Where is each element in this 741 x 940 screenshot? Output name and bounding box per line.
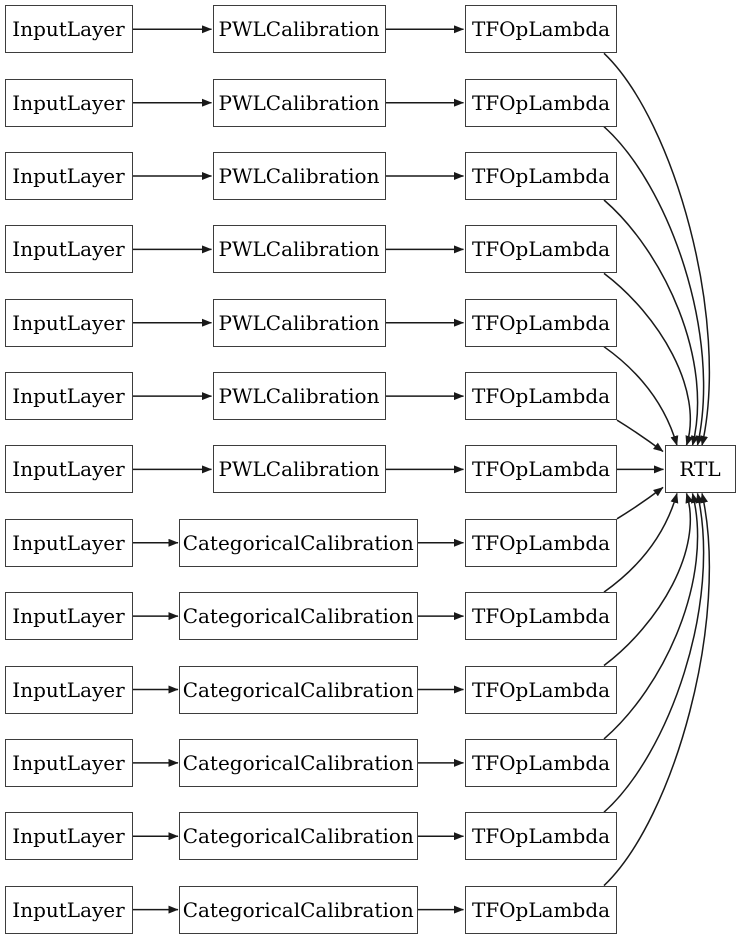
node-inputlayer: InputLayer <box>4 665 133 714</box>
node-tfoplambda: TFOpLambda <box>465 78 617 127</box>
node-categoricalcalibration: CategoricalCalibration <box>179 592 418 641</box>
node-tfoplambda: TFOpLambda <box>465 738 617 787</box>
node-inputlayer: InputLayer <box>4 152 133 200</box>
edge-lambda-rtl-5 <box>616 419 664 453</box>
node-inputlayer: InputLayer <box>4 592 133 641</box>
node-tfoplambda: TFOpLambda <box>465 445 617 494</box>
edge-lambda-rtl-7 <box>616 486 664 520</box>
node-inputlayer: InputLayer <box>4 518 133 567</box>
node-tfoplambda: TFOpLambda <box>465 518 617 567</box>
node-inputlayer: InputLayer <box>4 738 133 787</box>
node-pwlcalibration: PWLCalibration <box>212 225 386 274</box>
node-inputlayer: InputLayer <box>4 5 133 54</box>
node-inputlayer: InputLayer <box>4 885 133 934</box>
edge-lambda-rtl-11 <box>603 492 705 813</box>
node-rtl: RTL <box>664 445 736 494</box>
edge-lambda-rtl-1 <box>603 126 705 446</box>
edge-lambda-rtl-12 <box>603 492 711 887</box>
node-categoricalcalibration: CategoricalCalibration <box>179 812 418 861</box>
edge-lambda-rtl-8 <box>603 492 679 593</box>
node-pwlcalibration: PWLCalibration <box>212 5 386 54</box>
edge-lambda-rtl-2 <box>603 199 699 446</box>
node-pwlcalibration: PWLCalibration <box>212 298 386 347</box>
node-categoricalcalibration: CategoricalCalibration <box>179 665 418 714</box>
node-tfoplambda: TFOpLambda <box>465 592 617 641</box>
node-pwlcalibration: PWLCalibration <box>212 372 386 421</box>
edge-lambda-rtl-3 <box>603 272 694 446</box>
node-pwlcalibration: PWLCalibration <box>212 78 386 127</box>
node-inputlayer: InputLayer <box>4 225 133 274</box>
node-tfoplambda: TFOpLambda <box>465 665 617 714</box>
node-tfoplambda: TFOpLambda <box>465 298 617 347</box>
node-categoricalcalibration: CategoricalCalibration <box>179 518 418 567</box>
node-tfoplambda: TFOpLambda <box>465 885 617 934</box>
edge-lambda-rtl-9 <box>603 492 694 667</box>
node-categoricalcalibration: CategoricalCalibration <box>179 738 418 787</box>
node-inputlayer: InputLayer <box>4 78 133 127</box>
node-pwlcalibration: PWLCalibration <box>212 152 386 200</box>
node-tfoplambda: TFOpLambda <box>465 152 617 200</box>
node-inputlayer: InputLayer <box>4 298 133 347</box>
node-tfoplambda: TFOpLambda <box>465 372 617 421</box>
node-inputlayer: InputLayer <box>4 372 133 421</box>
node-inputlayer: InputLayer <box>4 812 133 861</box>
edge-lambda-rtl-10 <box>603 492 699 740</box>
edge-lambda-rtl-0 <box>603 52 711 446</box>
node-pwlcalibration: PWLCalibration <box>212 445 386 494</box>
node-tfoplambda: TFOpLambda <box>465 225 617 274</box>
node-categoricalcalibration: CategoricalCalibration <box>179 885 418 934</box>
node-inputlayer: InputLayer <box>4 445 133 494</box>
node-tfoplambda: TFOpLambda <box>465 5 617 54</box>
node-tfoplambda: TFOpLambda <box>465 812 617 861</box>
edge-lambda-rtl-4 <box>603 346 679 446</box>
